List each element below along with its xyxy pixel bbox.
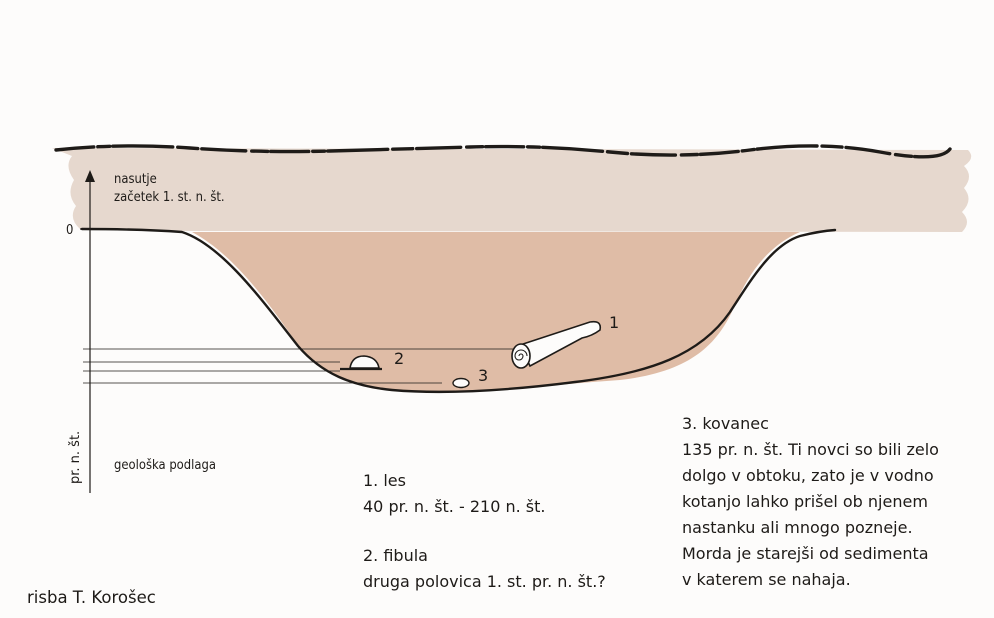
zero-label: 0 [66,221,73,239]
caption-coin-title: 3. kovanec [682,411,939,437]
caption-coin-line: dolgo v obtoku, zato je v vodno [682,463,939,489]
fill-layer-label: nasutje [114,170,157,188]
caption-coin-line: v katerem se nahaja. [682,567,939,593]
caption-coin-line: nastanku ali mnogo pozneje. [682,515,939,541]
axis-unit-label: pr. n. št. [67,431,85,484]
caption-fibula-title: 2. fibula [363,543,606,569]
caption-wood-date: 40 pr. n. št. - 210 n. št. [363,494,545,520]
marker-1: 1 [609,314,619,332]
coin-icon [453,379,469,388]
caption-coin-line: 135 pr. n. št. Ti novci so bili zelo [682,437,939,463]
caption-fibula-date: druga polovica 1. st. pr. n. št.? [363,569,606,595]
caption-wood-title: 1. les [363,468,545,494]
bedrock-label: geološka podlaga [114,456,216,474]
caption-fibula: 2. fibula druga polovica 1. st. pr. n. š… [363,543,606,595]
caption-wood: 1. les 40 pr. n. št. - 210 n. št. [363,468,545,520]
pit-fill [192,232,800,392]
caption-coin-line: Morda je starejši od sedimenta [682,541,939,567]
marker-3: 3 [478,367,488,385]
caption-coin-line: kotanjo lahko prišel ob njenem [682,489,939,515]
marker-2: 2 [394,350,404,368]
drawing-credit: risba T. Korošec [27,589,156,607]
caption-coin: 3. kovanec 135 pr. n. št. Ti novci so bi… [682,411,939,593]
fill-layer-date: začetek 1. st. n. št. [114,188,225,206]
